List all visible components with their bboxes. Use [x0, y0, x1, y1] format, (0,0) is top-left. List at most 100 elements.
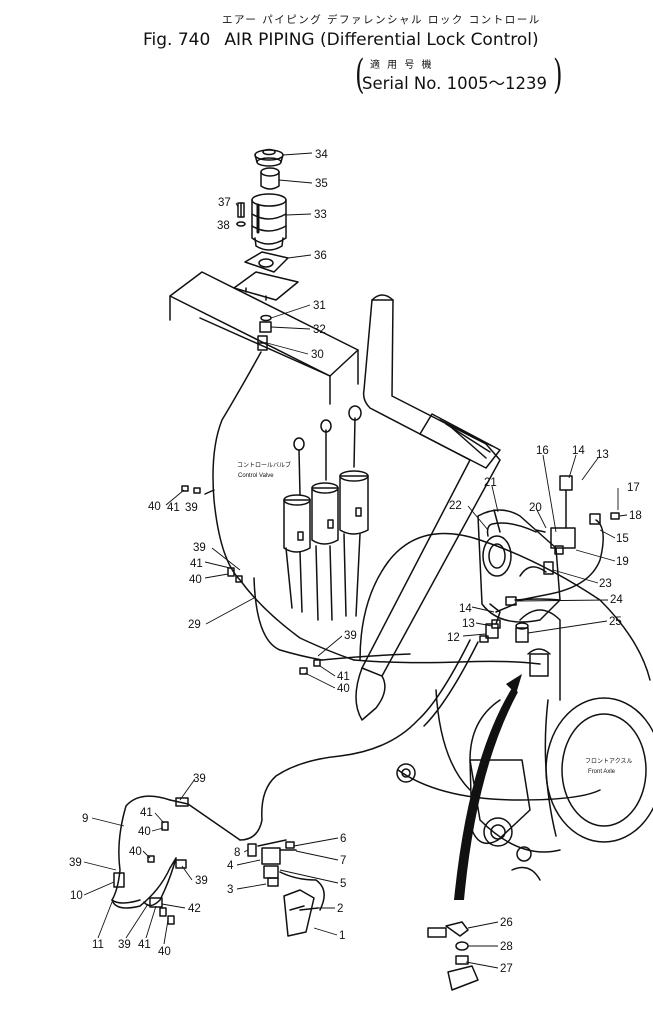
callout-41: 41: [140, 807, 153, 819]
bolt-part-37: [237, 202, 245, 218]
serial-bracket-left: (: [355, 52, 365, 98]
callout-19: 19: [616, 556, 629, 568]
fitting-part-31: [260, 314, 272, 322]
elbow-valve-16: [550, 475, 601, 555]
callout-39: 39: [193, 773, 206, 785]
callout-29: 29: [188, 619, 201, 631]
hose-line-main: [253, 577, 541, 665]
fitting-part-23: [543, 561, 554, 575]
fitting-part-32: [259, 321, 272, 333]
callout-41: 41: [337, 671, 350, 683]
bolt-group-40-41-left: [227, 567, 243, 583]
mounting-plate: [233, 271, 299, 301]
callout-40: 40: [129, 846, 142, 858]
callout-14: 14: [459, 603, 472, 615]
callout-14: 14: [572, 445, 585, 457]
callout-41: 41: [167, 502, 180, 514]
callout-16: 16: [536, 445, 549, 457]
callout-2: 2: [337, 903, 343, 915]
callout-23: 23: [599, 578, 612, 590]
bolt-part-6: [285, 841, 295, 849]
callout-31: 31: [313, 300, 326, 312]
callout-28: 28: [500, 941, 513, 953]
bracket-frame: [169, 271, 359, 405]
callout-40: 40: [158, 946, 171, 958]
callout-30: 30: [311, 349, 324, 361]
pipe-part-22: [486, 509, 546, 537]
bolt-group-left-lower: [147, 821, 175, 925]
fitting-part-25: [515, 622, 529, 643]
callout-40: 40: [148, 501, 161, 513]
callout-9: 9: [82, 813, 88, 825]
callout-25: 25: [609, 616, 622, 628]
serial-caption-japanese: 適 用 号 機: [370, 60, 434, 71]
elbow-part-26: [427, 921, 469, 938]
pipe-to-front: [239, 639, 479, 841]
tube-part-10: [113, 872, 125, 888]
connector-39-upper: [169, 797, 241, 841]
callout-34: 34: [315, 149, 328, 161]
valve-part-1: [283, 889, 315, 937]
steering-column: [355, 294, 501, 721]
callout-39: 39: [344, 630, 357, 642]
callout-7: 7: [340, 855, 346, 867]
callout-13: 13: [596, 449, 609, 461]
callout-4: 4: [227, 860, 234, 872]
control-valve-label-jp: コントロールバルブ: [237, 461, 291, 469]
callout-39: 39: [185, 502, 198, 514]
bolt-group-40-41-upper: [181, 485, 201, 494]
callout-40: 40: [138, 826, 151, 838]
control-valve-label-en: Control Valve: [238, 473, 274, 479]
callout-3: 3: [227, 884, 233, 896]
washer-part-28: [455, 941, 469, 951]
callout-32: 32: [313, 324, 326, 336]
bolt-part-17: [610, 512, 620, 520]
differential-body: [477, 509, 561, 623]
callout-17: 17: [627, 482, 640, 494]
title-japanese: エアー パイピング デファレンシャル ロック コントロール: [222, 14, 541, 26]
callout-39: 39: [193, 542, 206, 554]
axle-housing: [359, 532, 651, 853]
callout-13: 13: [462, 618, 475, 630]
hose-part-2: [279, 871, 325, 911]
callout-5: 5: [340, 878, 346, 890]
callout-15: 15: [616, 533, 629, 545]
callout-35: 35: [315, 178, 328, 190]
callout-38: 38: [217, 220, 230, 232]
callout-10: 10: [70, 890, 83, 902]
connector-39-mid: [175, 859, 187, 869]
tube-part-11: [111, 899, 141, 904]
callout-26: 26: [500, 917, 513, 929]
fitting-part-12: [479, 623, 499, 643]
valve-body-part-33: [251, 193, 287, 251]
callout-39: 39: [69, 857, 82, 869]
cylinder-fitting: [527, 648, 551, 677]
serial-number-range: Serial No. 1005～1239: [362, 74, 548, 93]
callout-41: 41: [138, 939, 151, 951]
fitting-part-8: [247, 843, 257, 857]
callout-12: 12: [447, 632, 460, 644]
callout-39: 39: [195, 875, 208, 887]
bolt-group-40-41-center: [299, 659, 321, 675]
callout-20: 20: [529, 502, 542, 514]
callout-1: 1: [339, 930, 345, 942]
gasket-part-36: [244, 251, 289, 273]
figure-title-english: AIR PIPING (Differential Lock Control): [224, 30, 539, 50]
callout-27: 27: [500, 963, 513, 975]
valve-part-5: [257, 839, 297, 887]
plug-part-27: [447, 955, 479, 991]
callout-numbers: 34 35 37 38 33 36 31 32 30 40 41 39 39 4…: [69, 149, 642, 975]
cap-part-34: [254, 148, 284, 167]
callout-22: 22: [449, 500, 462, 512]
callout-33: 33: [314, 209, 327, 221]
pipe-part-29: [204, 351, 355, 661]
front-axle-flange: [544, 697, 653, 843]
washer-part-38: [236, 221, 246, 227]
bushing-part-35: [260, 167, 280, 190]
callout-24: 24: [610, 594, 623, 606]
callout-39: 39: [118, 939, 131, 951]
callout-42: 42: [188, 903, 201, 915]
callout-21: 21: [484, 477, 497, 489]
front-axle-label-jp: フロントアクスル: [585, 758, 633, 765]
